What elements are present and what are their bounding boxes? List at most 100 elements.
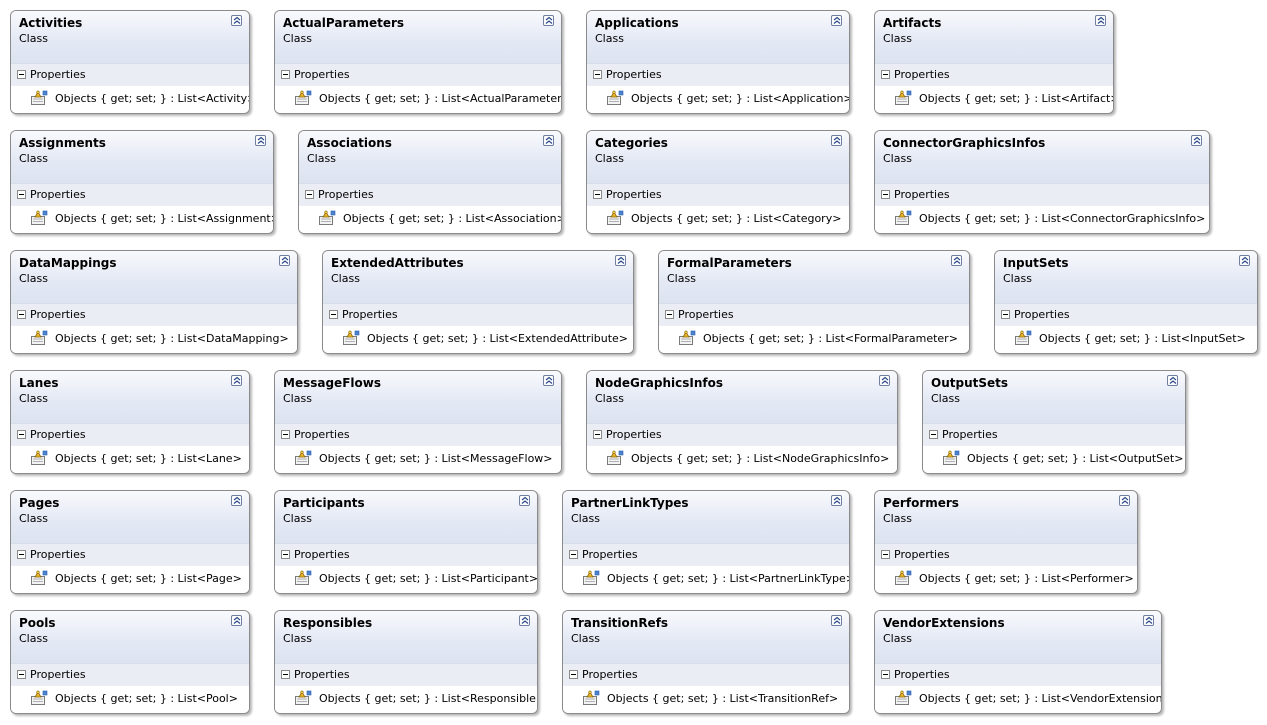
- collapse-chevron-icon[interactable]: [543, 375, 554, 386]
- collapse-chevron-icon[interactable]: [543, 135, 554, 146]
- properties-section-header[interactable]: Properties: [563, 543, 849, 566]
- collapse-chevron-icon[interactable]: [1239, 255, 1250, 266]
- properties-section-header[interactable]: Properties: [875, 63, 1113, 86]
- property-row[interactable]: Objects { get; set; } : List<Category>: [587, 206, 849, 233]
- collapse-chevron-icon[interactable]: [615, 255, 626, 266]
- properties-section-header[interactable]: Properties: [11, 543, 249, 566]
- collapse-minus-icon[interactable]: [881, 670, 890, 679]
- property-row[interactable]: Objects { get; set; } : List<Assignment>: [11, 206, 273, 233]
- property-row[interactable]: Objects { get; set; } : List<VendorExten…: [875, 686, 1161, 713]
- properties-section-header[interactable]: Properties: [587, 63, 849, 86]
- property-row[interactable]: Objects { get; set; } : List<MessageFlow…: [275, 446, 561, 473]
- properties-section-header[interactable]: Properties: [11, 423, 249, 446]
- collapse-chevron-icon[interactable]: [543, 15, 554, 26]
- property-row[interactable]: Objects { get; set; } : List<TransitionR…: [563, 686, 849, 713]
- collapse-chevron-icon[interactable]: [279, 255, 290, 266]
- collapse-chevron-icon[interactable]: [519, 615, 530, 626]
- property-row[interactable]: Objects { get; set; } : List<FormalParam…: [659, 326, 969, 353]
- property-row[interactable]: Objects { get; set; } : List<Activity>: [11, 86, 250, 113]
- collapse-chevron-icon[interactable]: [519, 495, 530, 506]
- collapse-minus-icon[interactable]: [569, 670, 578, 679]
- collapse-minus-icon[interactable]: [1001, 310, 1010, 319]
- properties-section-header[interactable]: Properties: [875, 663, 1161, 686]
- collapse-minus-icon[interactable]: [17, 670, 26, 679]
- properties-section-header[interactable]: Properties: [275, 543, 537, 566]
- collapse-chevron-icon[interactable]: [231, 495, 242, 506]
- property-row[interactable]: Objects { get; set; } : List<Performer>: [875, 566, 1137, 593]
- class-stereotype: Class: [19, 512, 48, 525]
- collapse-minus-icon[interactable]: [281, 430, 290, 439]
- properties-section-header[interactable]: Properties: [587, 423, 897, 446]
- collapse-chevron-icon[interactable]: [231, 615, 242, 626]
- collapse-minus-icon[interactable]: [281, 550, 290, 559]
- property-row[interactable]: Objects { get; set; } : List<Association…: [299, 206, 561, 233]
- property-row[interactable]: Objects { get; set; } : List<Page>: [11, 566, 249, 593]
- property-row[interactable]: Objects { get; set; } : List<OutputSet>: [923, 446, 1185, 473]
- property-row[interactable]: Objects { get; set; } : List<Participant…: [275, 566, 537, 593]
- collapse-minus-icon[interactable]: [17, 550, 26, 559]
- properties-section-header[interactable]: Properties: [875, 543, 1137, 566]
- properties-section-header[interactable]: Properties: [275, 63, 561, 86]
- properties-section-header[interactable]: Properties: [587, 183, 849, 206]
- properties-section-header[interactable]: Properties: [875, 183, 1209, 206]
- property-row[interactable]: Objects { get; set; } : List<Responsible…: [275, 686, 537, 713]
- collapse-chevron-icon[interactable]: [1095, 15, 1106, 26]
- property-row[interactable]: Objects { get; set; } : List<Pool>: [11, 686, 249, 713]
- class-name: Associations: [307, 136, 392, 150]
- collapse-minus-icon[interactable]: [569, 550, 578, 559]
- properties-section-header[interactable]: Properties: [323, 303, 633, 326]
- collapse-chevron-icon[interactable]: [831, 495, 842, 506]
- property-row[interactable]: Objects { get; set; } : List<PartnerLink…: [563, 566, 849, 593]
- properties-section-header[interactable]: Properties: [995, 303, 1257, 326]
- property-signature: Objects { get; set; } : List<Activity>: [55, 92, 250, 105]
- properties-section-header[interactable]: Properties: [275, 663, 537, 686]
- collapse-minus-icon[interactable]: [329, 310, 338, 319]
- collapse-minus-icon[interactable]: [665, 310, 674, 319]
- collapse-chevron-icon[interactable]: [831, 15, 842, 26]
- collapse-chevron-icon[interactable]: [831, 615, 842, 626]
- collapse-minus-icon[interactable]: [17, 190, 26, 199]
- collapse-chevron-icon[interactable]: [831, 135, 842, 146]
- property-row[interactable]: Objects { get; set; } : List<InputSet>: [995, 326, 1257, 353]
- properties-section-header[interactable]: Properties: [299, 183, 561, 206]
- collapse-minus-icon[interactable]: [881, 190, 890, 199]
- collapse-chevron-icon[interactable]: [1143, 615, 1154, 626]
- property-row[interactable]: Objects { get; set; } : List<ExtendedAtt…: [323, 326, 633, 353]
- properties-section-header[interactable]: Properties: [275, 423, 561, 446]
- properties-section-header[interactable]: Properties: [11, 63, 249, 86]
- collapse-minus-icon[interactable]: [593, 430, 602, 439]
- collapse-minus-icon[interactable]: [17, 310, 26, 319]
- collapse-minus-icon[interactable]: [281, 70, 290, 79]
- collapse-minus-icon[interactable]: [881, 70, 890, 79]
- collapse-minus-icon[interactable]: [593, 190, 602, 199]
- property-row[interactable]: Objects { get; set; } : List<ActualParam…: [275, 86, 561, 113]
- collapse-chevron-icon[interactable]: [1191, 135, 1202, 146]
- property-row[interactable]: Objects { get; set; } : List<DataMapping…: [11, 326, 297, 353]
- collapse-chevron-icon[interactable]: [1119, 495, 1130, 506]
- property-row[interactable]: Objects { get; set; } : List<Artifact>: [875, 86, 1113, 113]
- collapse-minus-icon[interactable]: [305, 190, 314, 199]
- property-row[interactable]: Objects { get; set; } : List<Lane>: [11, 446, 249, 473]
- collapse-chevron-icon[interactable]: [1167, 375, 1178, 386]
- collapse-chevron-icon[interactable]: [879, 375, 890, 386]
- collapse-minus-icon[interactable]: [17, 70, 26, 79]
- properties-section-header[interactable]: Properties: [11, 183, 273, 206]
- collapse-chevron-icon[interactable]: [231, 375, 242, 386]
- collapse-minus-icon[interactable]: [881, 550, 890, 559]
- properties-section-header[interactable]: Properties: [659, 303, 969, 326]
- properties-section-header[interactable]: Properties: [923, 423, 1185, 446]
- collapse-minus-icon[interactable]: [593, 70, 602, 79]
- properties-section-header[interactable]: Properties: [11, 303, 297, 326]
- properties-section-header[interactable]: Properties: [11, 663, 249, 686]
- properties-section-header[interactable]: Properties: [563, 663, 849, 686]
- property-row[interactable]: Objects { get; set; } : List<Application…: [587, 86, 849, 113]
- collapse-minus-icon[interactable]: [281, 670, 290, 679]
- property-row[interactable]: Objects { get; set; } : List<NodeGraphic…: [587, 446, 897, 473]
- collapse-minus-icon[interactable]: [929, 430, 938, 439]
- collapse-chevron-icon[interactable]: [951, 255, 962, 266]
- collapse-chevron-icon[interactable]: [255, 135, 266, 146]
- property-row[interactable]: Objects { get; set; } : List<ConnectorGr…: [875, 206, 1209, 233]
- collapse-chevron-icon[interactable]: [231, 15, 242, 26]
- collapse-minus-icon[interactable]: [17, 430, 26, 439]
